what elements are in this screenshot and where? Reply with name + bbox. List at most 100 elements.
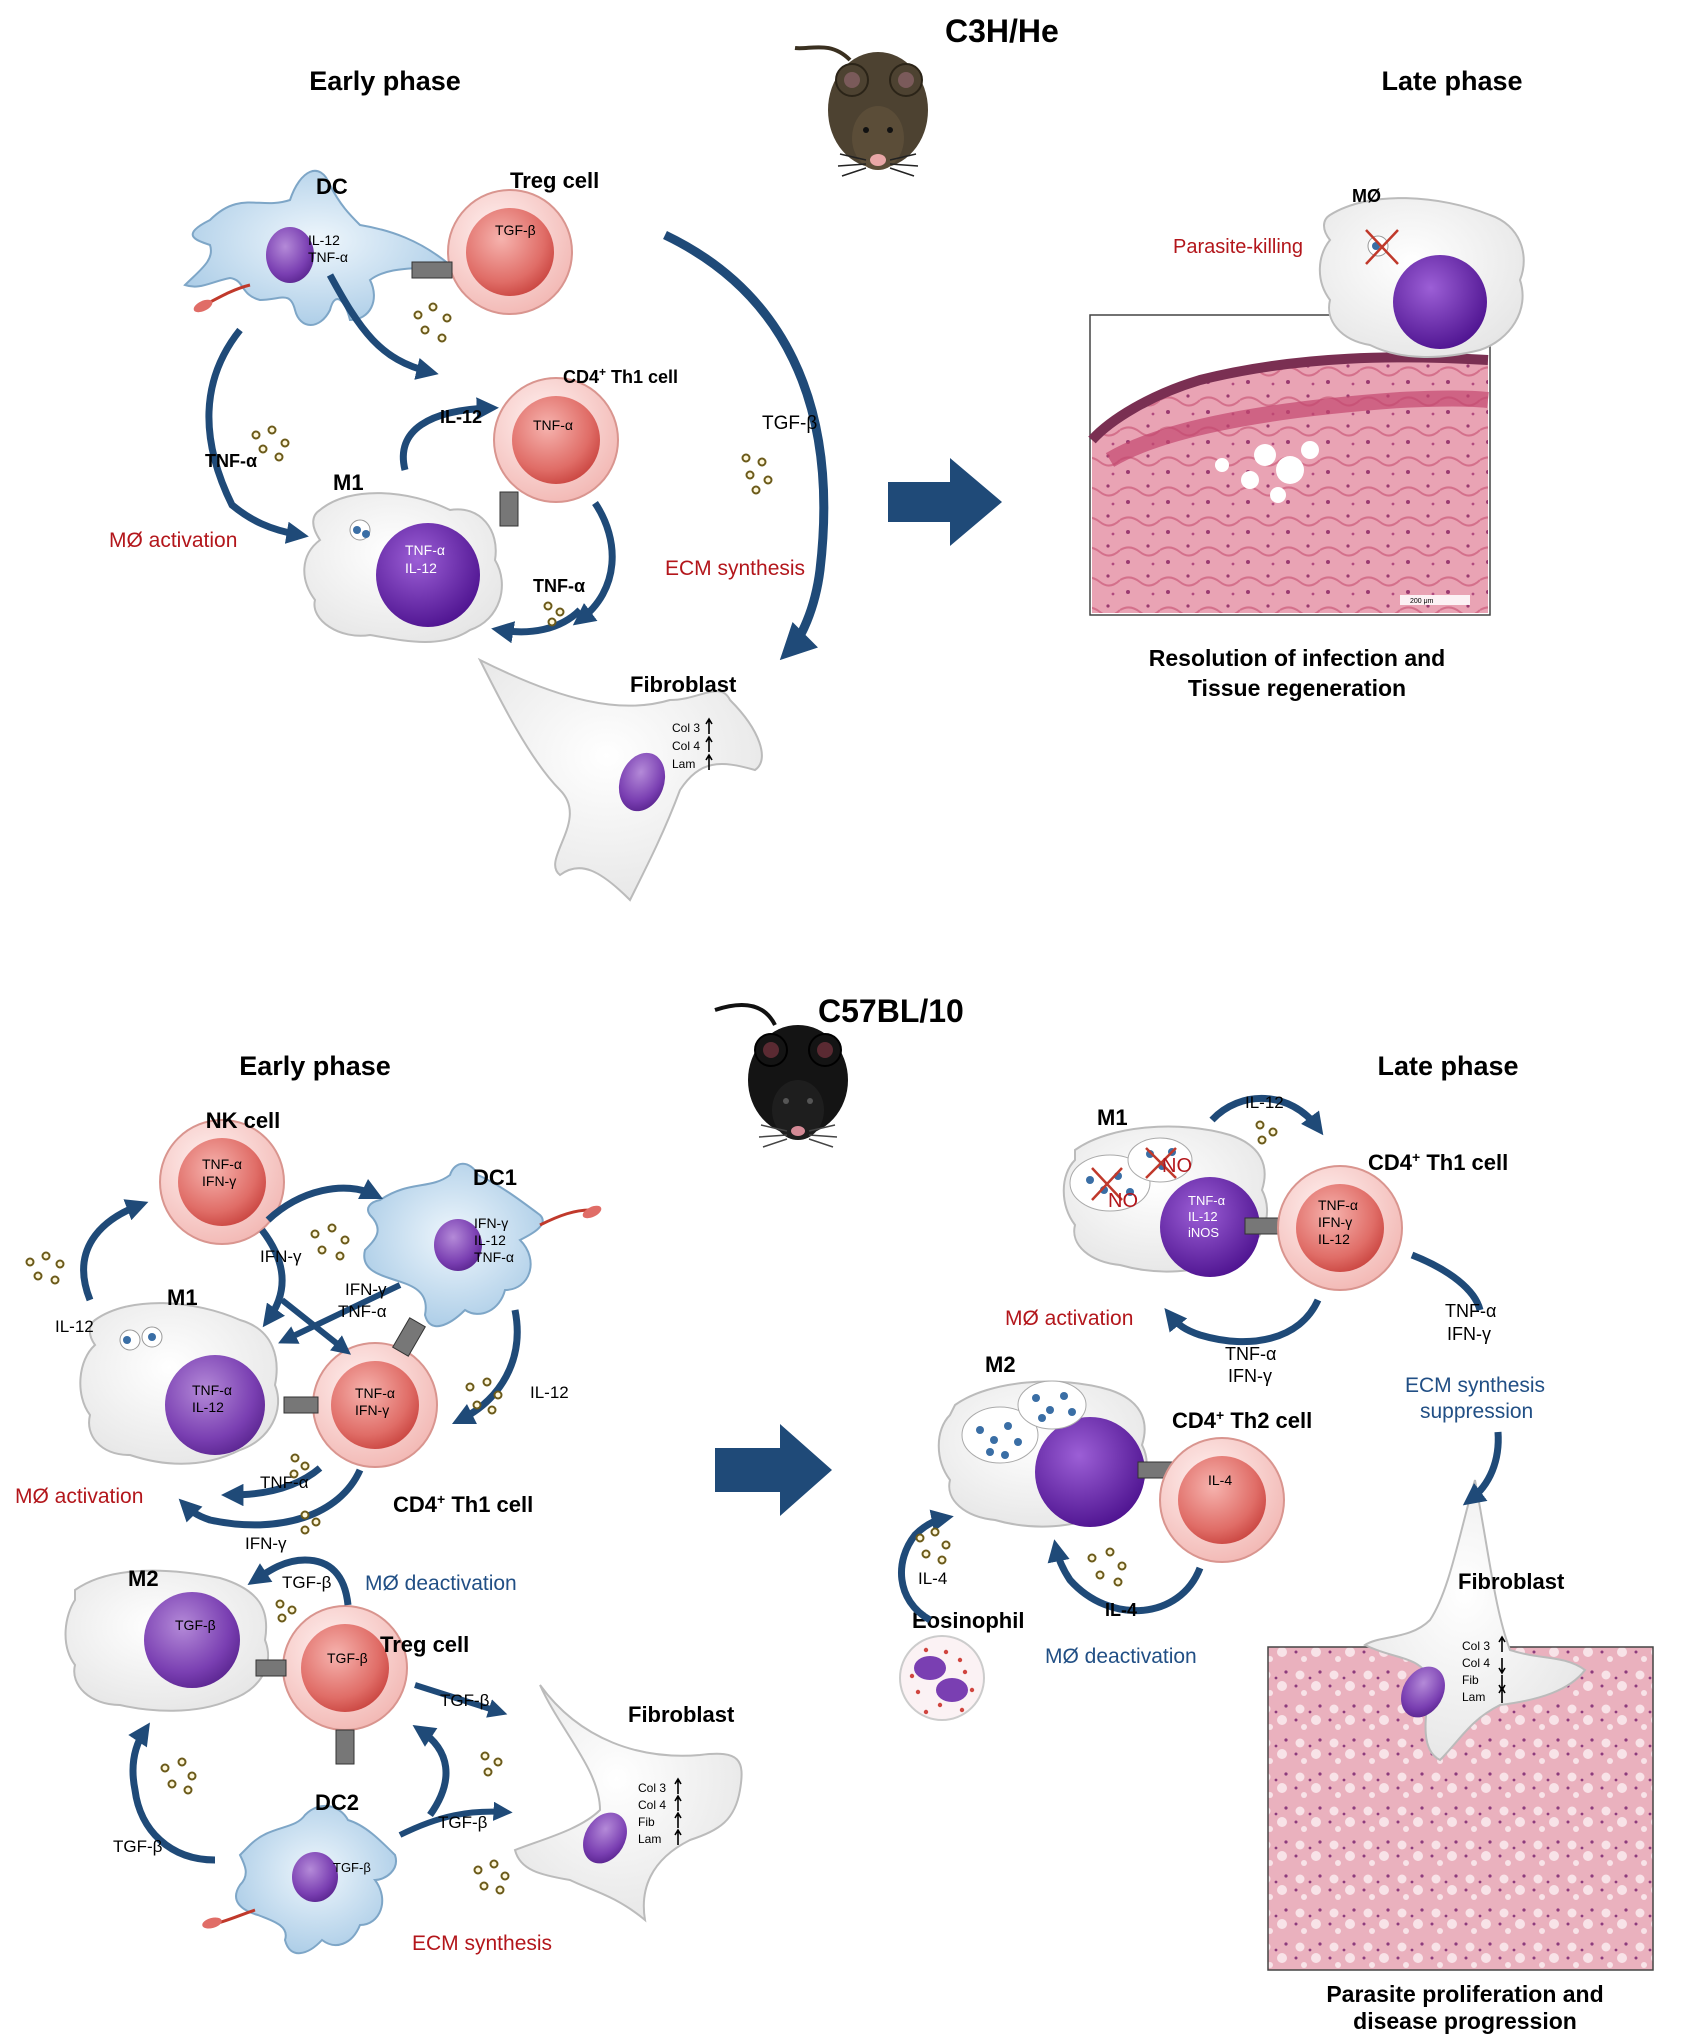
black-mouse-icon xyxy=(714,1003,848,1148)
th1-cell: TNF-α IFN-γ CD4+ Th1 cell xyxy=(312,1342,533,1517)
fibroe-gene-2: Col 4 xyxy=(638,1798,666,1812)
mo-deactivation-late-label: MØ deactivation xyxy=(1045,1645,1197,1668)
arrow xyxy=(451,1309,521,1425)
il4-right-label: IL-4 xyxy=(1105,1600,1137,1620)
tnfa-r-label: TNF-α xyxy=(1445,1301,1496,1321)
nk-cytokine-1: TNF-α xyxy=(202,1156,242,1172)
receptor-link xyxy=(411,261,453,279)
trege-label: Treg cell xyxy=(380,1632,469,1657)
ecm-suppression-line1: ECM synthesis xyxy=(1405,1374,1545,1397)
nk-cell: TNF-α IFN-γ NK cell xyxy=(159,1108,285,1245)
bottom-early-title: Early phase xyxy=(239,1051,391,1081)
nk-cytokine-2: IFN-γ xyxy=(202,1173,236,1189)
arrow xyxy=(278,1282,402,1344)
th2-cell: IL-4 CD4+ Th2 cell xyxy=(1159,1407,1312,1563)
arrow xyxy=(205,327,309,544)
treg-cytokine: TGF-β xyxy=(495,222,536,238)
dc1-label: DC1 xyxy=(473,1165,517,1190)
th1l-cytokine-1: TNF-α xyxy=(1318,1197,1358,1213)
m1-cell: NO NO TNF-α IL-12 iNOS M1 xyxy=(1062,1105,1269,1277)
dc2-cell: TGF-β DC2 xyxy=(235,1790,397,1955)
tnfa-low-label: TNF-α xyxy=(260,1473,309,1492)
m1-cytokine-1: TNF-α xyxy=(405,542,445,558)
fibroe-gene-1: Col 3 xyxy=(638,1781,666,1795)
il4-left-label: IL-4 xyxy=(918,1569,947,1588)
dc1-cytokine-1: IFN-γ xyxy=(474,1215,508,1231)
th1l-label: CD4+ Th1 cell xyxy=(1368,1149,1508,1175)
th2-label: CD4+ Th2 cell xyxy=(1172,1407,1312,1433)
ecm-synthesis-early-label: ECM synthesis xyxy=(412,1932,552,1955)
th1-cytokine: TNF-α xyxy=(533,417,573,433)
histology-image-top: 200 μm xyxy=(1088,314,1491,616)
ecm-synthesis-label: ECM synthesis xyxy=(665,557,805,580)
arrow xyxy=(178,1468,364,1529)
macrophage-cell: MØ xyxy=(1318,186,1525,358)
tnfa-right-label: TNF-α xyxy=(533,576,585,596)
m2l-label: M2 xyxy=(985,1352,1016,1377)
il12-left-label: IL-12 xyxy=(55,1317,94,1336)
th1e-label: CD4+ Th1 cell xyxy=(393,1491,533,1517)
receptor-link xyxy=(335,1729,355,1765)
m1e-cytokine-1: TNF-α xyxy=(192,1382,232,1398)
fibroe-gene-3: Fib xyxy=(638,1815,655,1829)
dc2-cytokine: TGF-β xyxy=(333,1860,371,1875)
mo-label: MØ xyxy=(1352,186,1381,206)
scale-bar-label: 200 μm xyxy=(1410,598,1434,605)
receptor-link xyxy=(1244,1217,1280,1235)
treg-label: Treg cell xyxy=(510,168,599,193)
arrow xyxy=(247,1556,352,1606)
no-label-2: NO xyxy=(1162,1155,1192,1177)
arrow xyxy=(265,1178,384,1223)
top-early-title: Early phase xyxy=(309,66,461,96)
nk-label: NK cell xyxy=(206,1108,281,1133)
bottom-outcome-line2: disease progression xyxy=(1353,2008,1577,2034)
tgfb-fibro1-label: TGF-β xyxy=(440,1691,490,1710)
m1-cell: TNF-α IL-12 M1 xyxy=(303,470,503,643)
ifng-top-label: IFN-γ xyxy=(260,1247,302,1266)
m1l-label: M1 xyxy=(1097,1105,1128,1130)
fibro-gene-2: Col 4 xyxy=(672,739,700,753)
dc-label: DC xyxy=(316,174,348,199)
il12-right-label: IL-12 xyxy=(530,1383,569,1402)
fibroblast-cell: Col 3 Col 4 Fib Lam Fibroblast xyxy=(1363,1479,1587,1762)
dc1-cell: IFN-γ IL-12 TNF-α DC1 xyxy=(363,1162,544,1328)
th1l-cytokine-2: IFN-γ xyxy=(1318,1214,1352,1230)
fibro-gene-1: Col 3 xyxy=(672,721,700,735)
cytokine-dots xyxy=(25,1223,510,1895)
mo-activation-late-label: MØ activation xyxy=(1005,1307,1133,1330)
th2-cytokine: IL-4 xyxy=(1208,1472,1232,1488)
treg-cell: TGF-β Treg cell xyxy=(447,168,599,315)
mo-deactivation-early-label: MØ deactivation xyxy=(365,1572,517,1595)
arrow xyxy=(221,1465,323,1507)
il12-late-label: IL-12 xyxy=(1245,1093,1284,1112)
il12-label: IL-12 xyxy=(440,407,482,427)
arrow xyxy=(1410,1251,1484,1312)
arrow xyxy=(898,1509,954,1624)
top-outcome-line2: Tissue regeneration xyxy=(1188,675,1406,701)
trege-cytokine: TGF-β xyxy=(327,1650,368,1666)
fibrol-gene-2: Col 4 xyxy=(1462,1656,1490,1670)
tnfa-left-label: TNF-α xyxy=(205,451,257,471)
arrow xyxy=(398,1801,513,1838)
top-late-title: Late phase xyxy=(1381,66,1522,96)
bottom-outcome-line1: Parasite proliferation and xyxy=(1326,1981,1603,2007)
receptor-link xyxy=(255,1659,287,1677)
brown-mouse-icon xyxy=(794,45,928,177)
arrow xyxy=(80,1199,149,1302)
tgfb-label: TGF-β xyxy=(762,413,817,434)
parasite-icon xyxy=(539,1208,591,1227)
eos-label: Eosinophil xyxy=(912,1608,1024,1633)
arrow xyxy=(491,607,583,644)
ifng-r-label: IFN-γ xyxy=(1447,1324,1491,1344)
receptor-link xyxy=(392,1317,426,1357)
ifng-mid-label: IFN-γ xyxy=(345,1280,387,1299)
progression-arrow-top xyxy=(888,458,1002,546)
m2e-cytokine: TGF-β xyxy=(175,1617,216,1633)
dc-cell: DC IL-12 TNF-α xyxy=(183,170,453,326)
bottom-late-title: Late phase xyxy=(1377,1051,1518,1081)
th1e-cytokine-1: TNF-α xyxy=(355,1385,395,1401)
tgfb-fibro2-label: TGF-β xyxy=(438,1813,488,1832)
m1e-label: M1 xyxy=(167,1285,198,1310)
treg-cell: TGF-β Treg cell xyxy=(282,1605,469,1731)
eosinophil-cell: Eosinophil xyxy=(899,1608,1024,1721)
